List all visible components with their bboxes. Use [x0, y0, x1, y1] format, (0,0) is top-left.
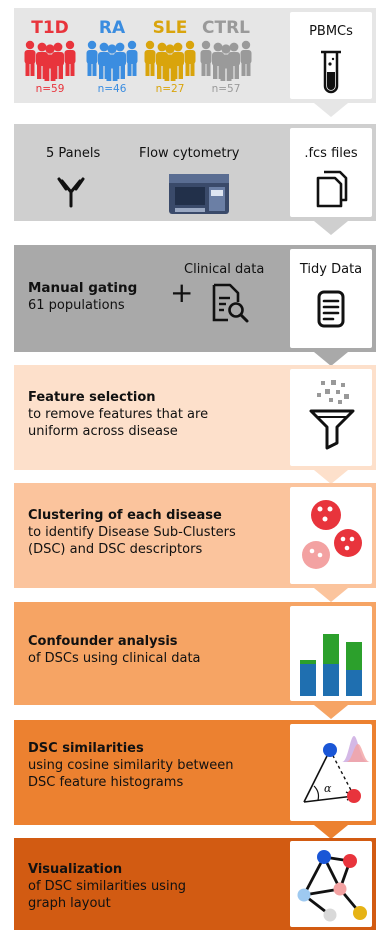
group-ra: RA n=46 — [82, 18, 142, 95]
document-icon — [317, 290, 345, 328]
feature-selection-desc-2: uniform across disease — [28, 424, 178, 439]
similarity-desc-1: using cosine similarity between — [28, 758, 234, 773]
visualization-desc-1: of DSC similarities using — [28, 879, 187, 894]
confounder-desc-1: of DSCs using clinical data — [28, 651, 201, 666]
group-ctrl: CTRL n=57 — [196, 18, 256, 95]
group-sle: SLE n=27 — [140, 18, 200, 95]
group-t1d: T1D n=59 — [20, 18, 80, 95]
flow-cytometry-label: Flow cytometry — [139, 146, 240, 161]
clinical-data-label: Clinical data — [184, 262, 265, 277]
flow-cytometer-icon — [169, 174, 229, 214]
cosine-similarity-icon: α — [303, 736, 370, 803]
confounder-title: Confounder analysis — [28, 634, 178, 649]
group-name: T1D — [31, 18, 69, 38]
group-name: RA — [98, 18, 126, 38]
group-name: CTRL — [202, 18, 250, 38]
visualization-desc-2: graph layout — [28, 896, 111, 911]
clustering-desc-2: (DSC) and DSC descriptors — [28, 542, 203, 557]
fcs-files-label: .fcs files — [304, 146, 358, 161]
flow-arrow — [314, 352, 348, 366]
group-count: n=27 — [155, 83, 185, 95]
clustering-desc-1: to identify Disease Sub-Clusters — [28, 525, 236, 540]
similarity-desc-2: DSC feature histograms — [28, 775, 184, 790]
test-tube-icon — [321, 50, 341, 94]
filter-box — [290, 369, 372, 466]
clustering-title: Clustering of each disease — [28, 508, 222, 523]
alpha-symbol: α — [324, 782, 332, 795]
files-icon — [316, 170, 348, 208]
graph-box — [290, 841, 372, 927]
people-icon — [86, 40, 138, 81]
panels-label: 5 Panels — [46, 146, 101, 161]
flow-arrow — [314, 588, 348, 602]
document-search-icon — [212, 283, 249, 323]
visualization-title: Visualization — [28, 862, 123, 877]
flow-arrow — [314, 825, 348, 839]
flow-arrow — [314, 103, 348, 117]
antibody-icon — [57, 177, 85, 208]
stacked-bar-icon — [300, 634, 362, 696]
manual-gating-title: Manual gating — [28, 280, 138, 296]
funnel-icon — [309, 380, 355, 450]
people-icon — [200, 40, 252, 81]
pbmcs-box: PBMCs — [290, 12, 372, 99]
feature-selection-title: Feature selection — [28, 390, 156, 405]
fcs-files-box: .fcs files — [290, 128, 372, 217]
pbmcs-label: PBMCs — [309, 24, 353, 39]
feature-selection-desc-1: to remove features that are — [28, 407, 209, 422]
tidy-data-label: Tidy Data — [299, 262, 363, 277]
populations-label: 61 populations — [28, 298, 125, 313]
clusters-icon — [302, 500, 362, 569]
people-icon — [24, 40, 76, 81]
similarity-box: α — [290, 724, 372, 821]
bar-chart-box — [290, 606, 372, 701]
flow-arrow — [314, 705, 348, 719]
group-count: n=46 — [97, 83, 127, 95]
tidy-data-box: Tidy Data — [290, 249, 372, 348]
flow-arrow — [314, 470, 348, 484]
group-count: n=57 — [211, 83, 241, 95]
similarity-title: DSC similarities — [28, 741, 144, 756]
plus-sign: + — [170, 276, 194, 309]
group-name: SLE — [152, 18, 188, 38]
clusters-box — [290, 487, 372, 584]
graph-network-icon — [297, 850, 367, 922]
people-icon — [144, 40, 196, 81]
flow-arrow — [314, 221, 348, 235]
group-count: n=59 — [35, 83, 65, 95]
